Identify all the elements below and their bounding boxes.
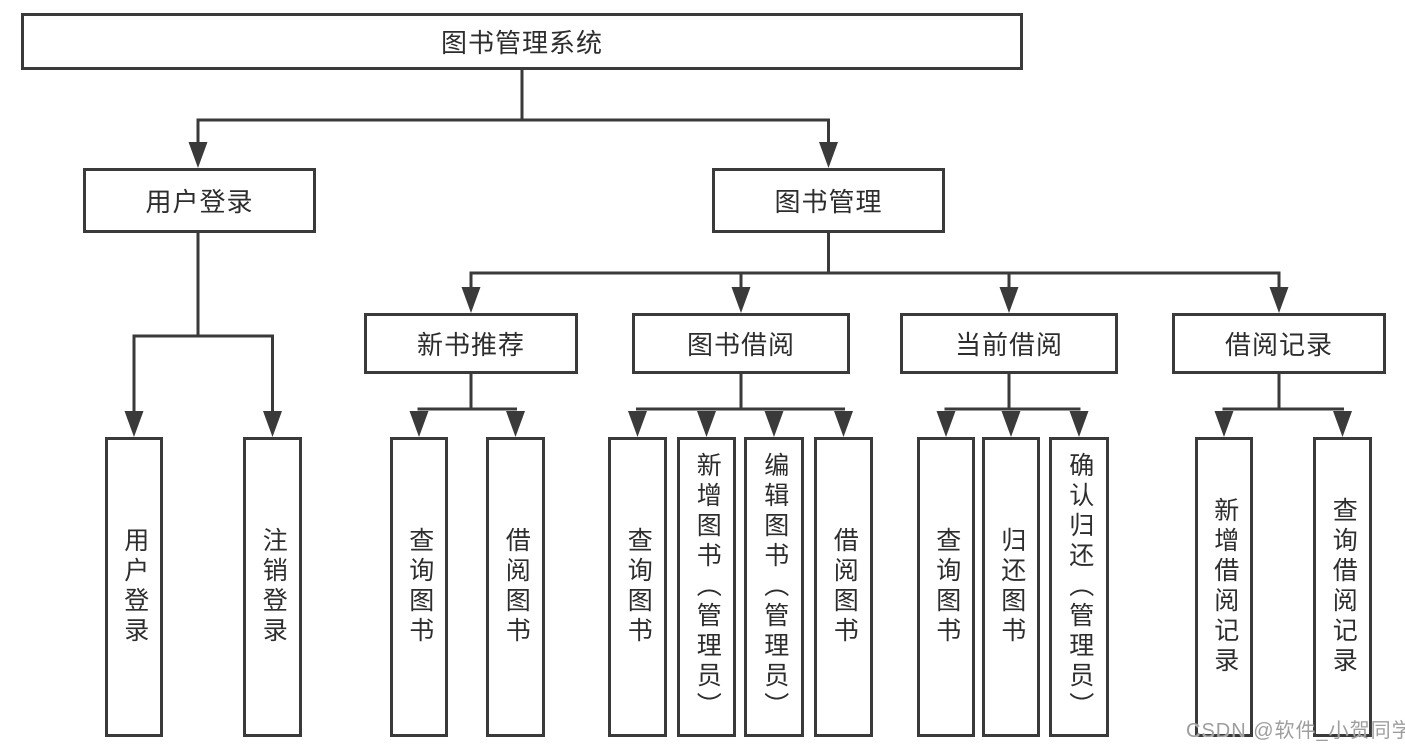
leaf-label: 新增借阅记录 <box>1210 497 1239 677</box>
leaf-label: 查询图书 <box>624 527 653 647</box>
leaf-label: 查询借阅记录 <box>1329 497 1358 677</box>
node-user-login-label: 用户登录 <box>145 187 254 217</box>
leaf-node-query-books: 查询图书 <box>917 437 975 737</box>
node-book-mgmt: 图书管理 <box>712 168 945 233</box>
leaf-label: 编辑图书（管理员） <box>760 452 789 722</box>
node-borrow-records-label: 借阅记录 <box>1224 330 1333 360</box>
leaf-node-user-login: 用户登录 <box>105 437 163 737</box>
node-borrow-records: 借阅记录 <box>1172 313 1386 374</box>
leaf-label: 归还图书 <box>997 527 1026 647</box>
watermark: CSDN @软件_小贺同学 <box>1186 720 1405 742</box>
leaf-label: 新增图书（管理员） <box>693 452 722 722</box>
leaf-node-borrow-books: 借阅图书 <box>814 437 873 737</box>
node-new-books: 新书推荐 <box>364 313 578 374</box>
leaf-label: 借阅图书 <box>502 527 531 647</box>
node-current-borrow: 当前借阅 <box>900 313 1118 374</box>
leaf-node-confirm-return-admin: 确认归还（管理员） <box>1049 437 1109 737</box>
leaf-node-add-books-admin: 新增图书（管理员） <box>677 437 736 737</box>
leaf-label: 注销登录 <box>259 527 288 647</box>
node-book-borrow-label: 图书借阅 <box>686 330 795 360</box>
leaf-node-add-borrow-record: 新增借阅记录 <box>1195 437 1253 737</box>
leaf-node-logout: 注销登录 <box>243 437 302 737</box>
leaf-node-return-books: 归还图书 <box>982 437 1040 737</box>
node-book-mgmt-label: 图书管理 <box>774 187 883 217</box>
leaf-node-borrow-books: 借阅图书 <box>486 437 545 737</box>
leaf-node-query-books: 查询图书 <box>390 437 448 737</box>
node-root-label: 图书管理系统 <box>440 28 603 58</box>
node-book-borrow: 图书借阅 <box>632 313 850 374</box>
leaf-label: 确认归还（管理员） <box>1065 452 1094 722</box>
node-root: 图书管理系统 <box>21 13 1023 70</box>
leaf-label: 用户登录 <box>120 527 149 647</box>
node-current-borrow-label: 当前借阅 <box>954 330 1063 360</box>
node-user-login: 用户登录 <box>83 168 316 233</box>
leaf-node-query-borrow-record: 查询借阅记录 <box>1313 437 1372 737</box>
leaf-node-query-books: 查询图书 <box>608 437 667 737</box>
leaf-label: 查询图书 <box>932 527 961 647</box>
leaf-label: 借阅图书 <box>830 527 859 647</box>
node-new-books-label: 新书推荐 <box>416 330 525 360</box>
leaf-label: 查询图书 <box>405 527 434 647</box>
leaf-node-edit-books-admin: 编辑图书（管理员） <box>744 437 804 737</box>
